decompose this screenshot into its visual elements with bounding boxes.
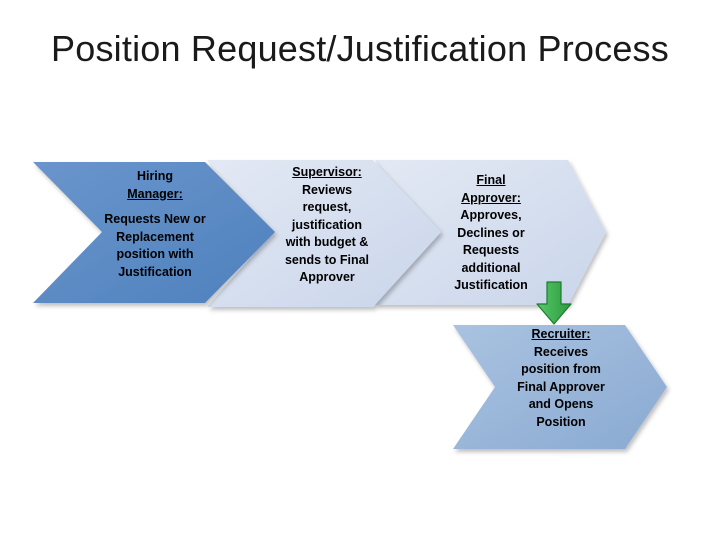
step-description: Requests New or Replacement position wit…: [104, 212, 206, 279]
chevron-recruiter: [453, 325, 667, 449]
step-recruiter: Recruiter: Receives position from Final …: [512, 326, 610, 431]
chevron-final-approver: [375, 160, 606, 305]
step-description: Reviews request, justification with budg…: [284, 182, 370, 285]
step-supervisor: Supervisor: Reviews request, justificati…: [284, 164, 370, 287]
step-role-line1: Hiring: [136, 169, 174, 183]
down-arrow-icon: [536, 281, 572, 325]
step-role-line2: Approver:: [461, 190, 521, 205]
step-description: Approves, Declines or Requests additiona…: [454, 208, 528, 292]
step-final-approver: Final Approver: Approves, Declines or Re…: [446, 172, 536, 295]
step-role: Supervisor:: [292, 165, 362, 179]
step-role-line1: Final: [476, 173, 506, 187]
step-role: Recruiter:: [531, 327, 591, 341]
step-hiring-manager: Hiring Manager: Requests New or Replacem…: [100, 168, 210, 281]
chevron-supervisor: [207, 160, 441, 307]
chevron-hiring-manager: [33, 162, 275, 303]
step-role-line2: Manager:: [127, 186, 183, 201]
step-description: Receives position from Final Approver an…: [517, 344, 605, 429]
slide-title: Position Request/Justification Process: [51, 28, 669, 69]
